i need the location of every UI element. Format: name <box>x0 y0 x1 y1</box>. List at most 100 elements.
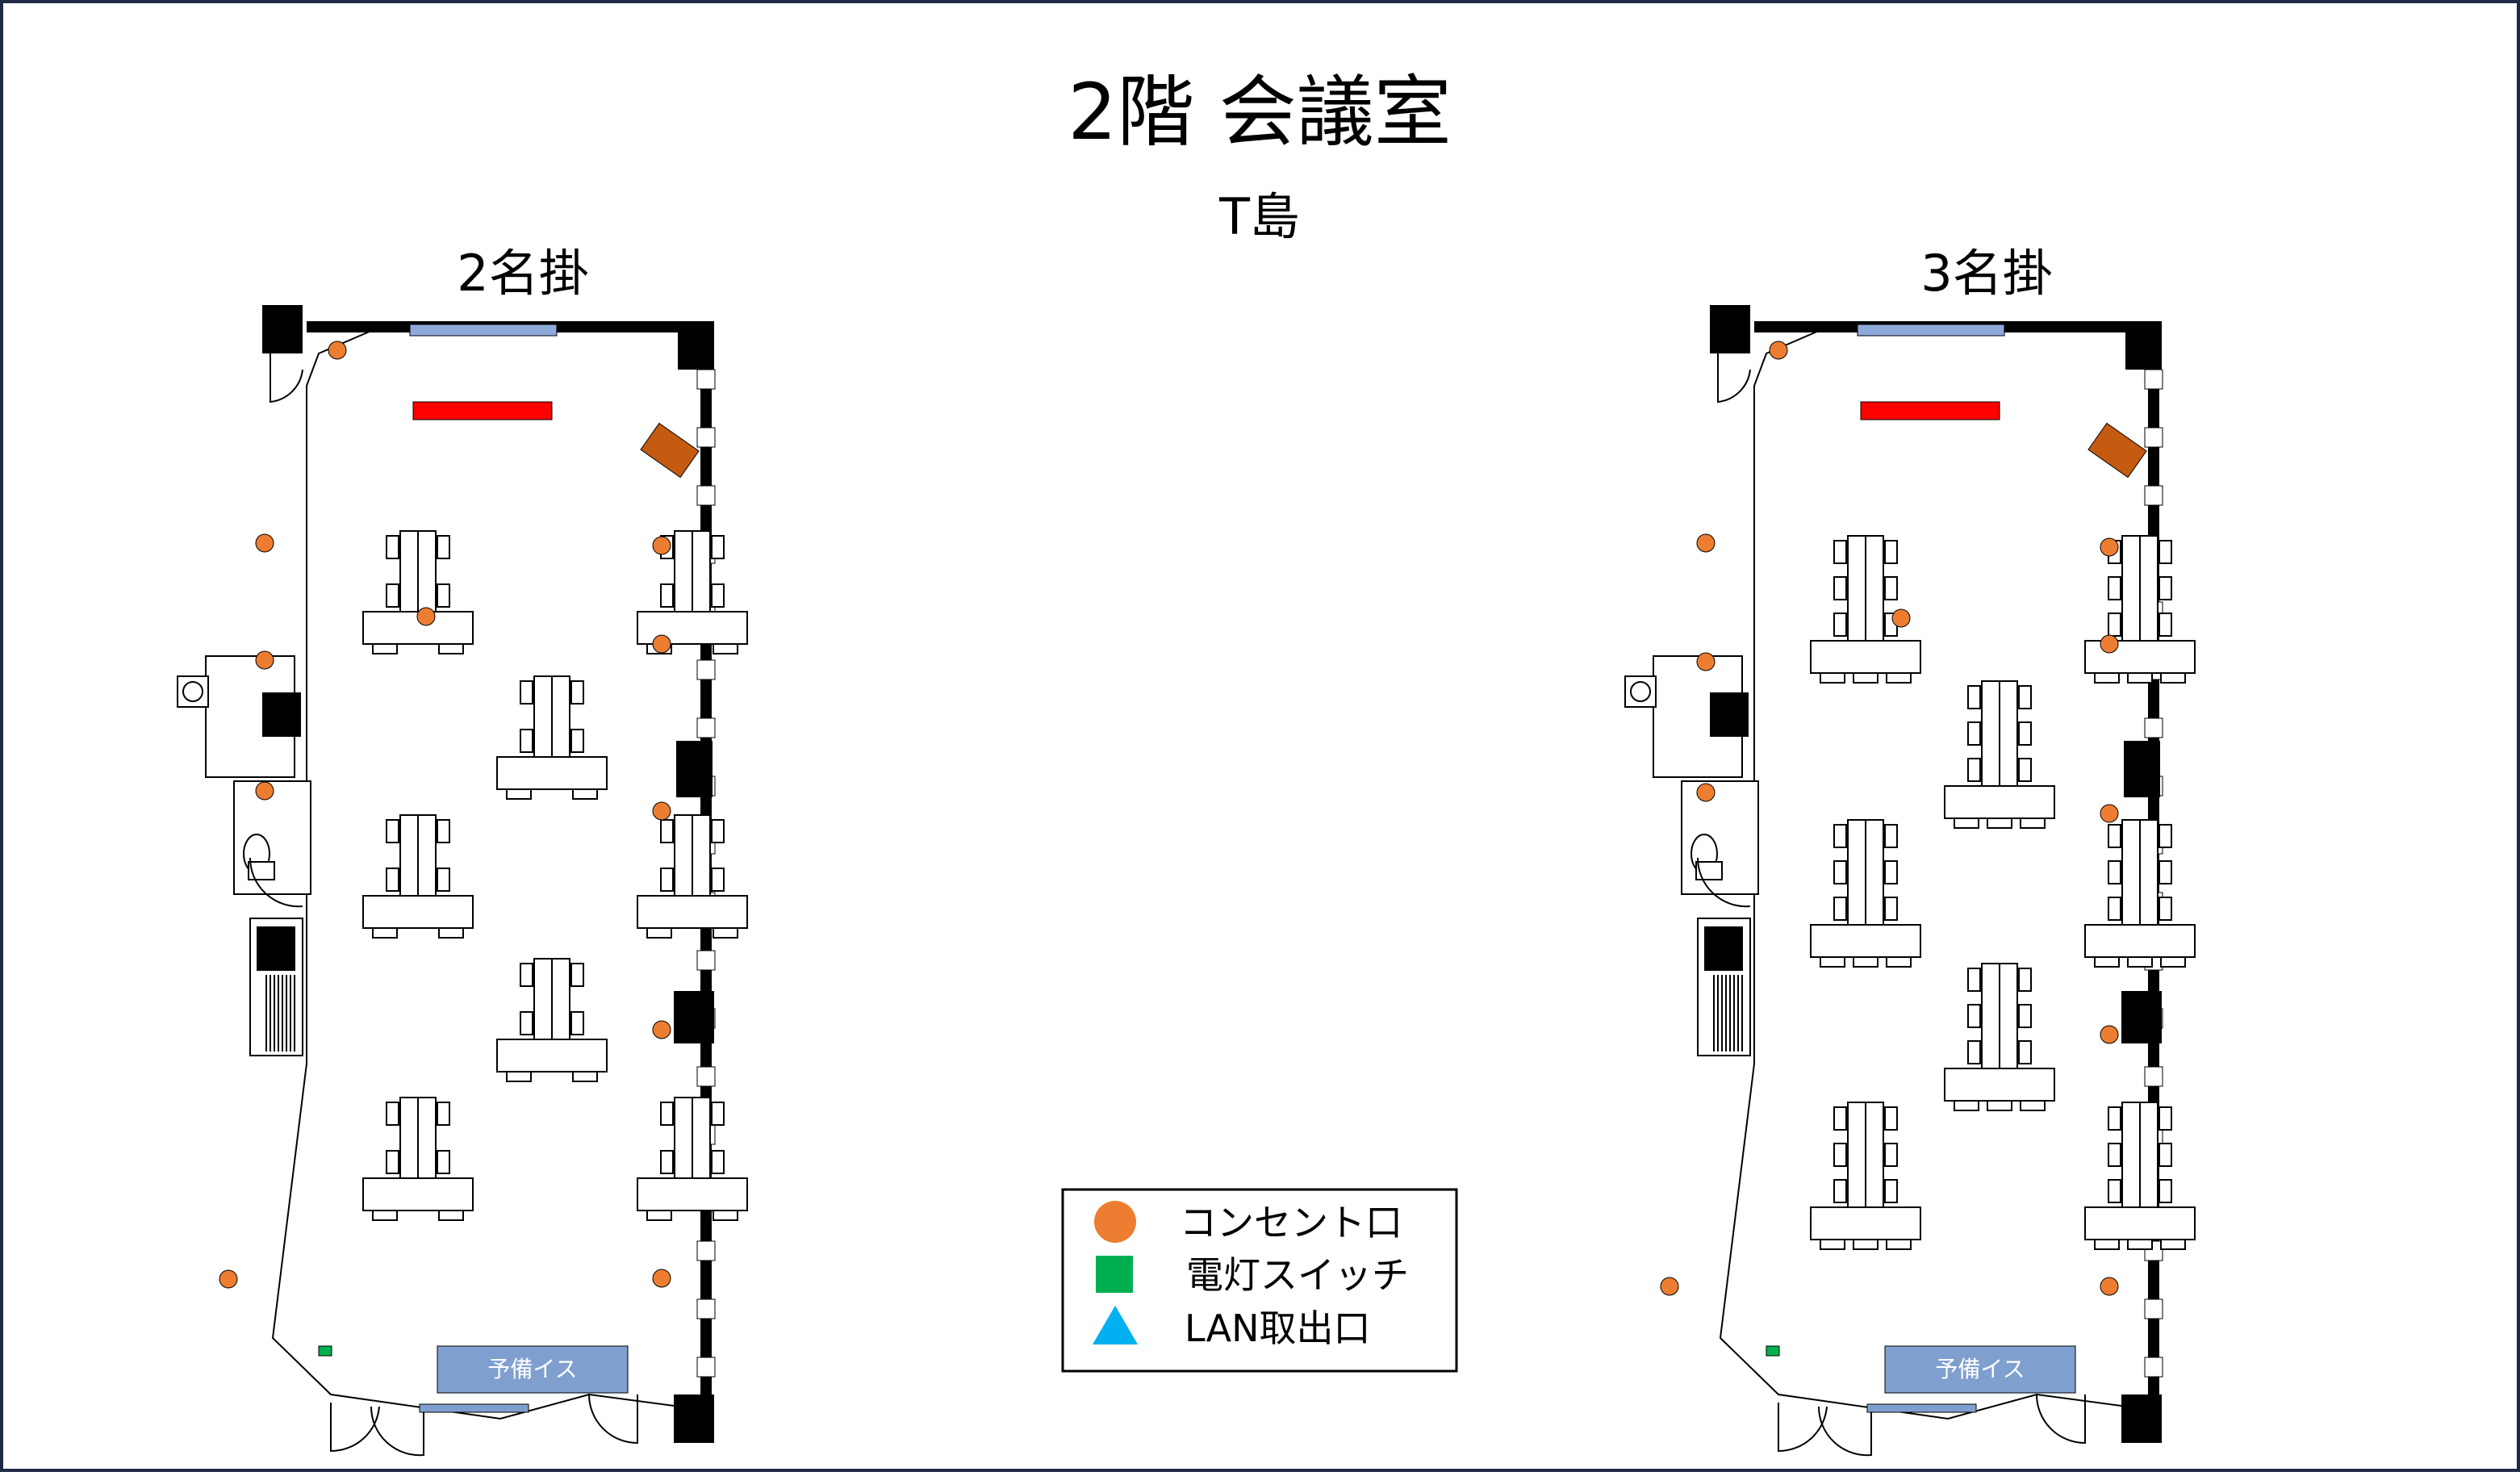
toilet <box>1695 861 1723 880</box>
bottom-window <box>419 1403 529 1413</box>
chair <box>2108 1143 2121 1167</box>
table-top <box>533 958 553 1040</box>
end-table <box>1944 785 2055 819</box>
table-top <box>2121 535 2141 642</box>
window-segment <box>696 485 716 506</box>
end-table <box>496 1039 608 1073</box>
chair <box>1833 1143 1847 1167</box>
door <box>588 1394 638 1445</box>
door <box>370 1406 424 1457</box>
chair <box>1884 576 1898 600</box>
window-segment <box>2144 485 2163 506</box>
chair <box>1967 1004 1981 1028</box>
chair <box>2108 1106 2121 1131</box>
chair <box>1833 897 1847 921</box>
chair <box>2159 1143 2172 1167</box>
outlet-legend-icon <box>1094 1201 1136 1243</box>
switch-legend-icon <box>1096 1256 1133 1293</box>
door <box>270 353 303 403</box>
outlet-icon <box>1660 1277 1679 1296</box>
outlet-icon <box>1769 341 1788 360</box>
chair <box>2018 968 2032 992</box>
end-table <box>2084 924 2196 958</box>
annex-fixture <box>182 681 203 702</box>
chair <box>1853 672 1879 684</box>
table-top <box>1981 680 2000 787</box>
table-top <box>533 675 553 758</box>
chair <box>1884 540 1898 564</box>
outlet-icon <box>652 1269 671 1288</box>
chair <box>1967 685 1981 709</box>
table-top <box>2139 535 2159 642</box>
chair <box>2108 576 2121 600</box>
switch-icon <box>1766 1345 1780 1357</box>
chair <box>711 583 725 608</box>
end-table <box>362 1177 474 1211</box>
chair <box>1833 1179 1847 1203</box>
chair <box>386 583 399 608</box>
window-segment <box>696 427 716 448</box>
chair <box>711 1102 725 1126</box>
chair <box>438 643 464 654</box>
pillar <box>1710 305 1750 353</box>
table-top <box>674 1097 693 1179</box>
outlet-icon <box>1696 652 1716 671</box>
table-top <box>2121 819 2141 926</box>
chair <box>372 643 398 654</box>
screen <box>412 401 553 420</box>
end-table <box>1810 1206 1921 1240</box>
chair <box>437 1102 450 1126</box>
chair <box>372 1210 398 1221</box>
table-top <box>1999 680 2018 787</box>
outlet-icon <box>2100 804 2119 823</box>
outlet-icon <box>1696 533 1716 553</box>
pillar <box>674 1394 714 1443</box>
chair <box>386 819 399 843</box>
bottom-window <box>1866 1403 1977 1413</box>
legend-switch-label: 電灯スイッチ <box>1186 1253 1409 1297</box>
outlet-icon <box>2100 1277 2119 1296</box>
table-top <box>1847 535 1866 642</box>
layout-label-left: 2名掛 <box>457 244 588 303</box>
table-top <box>417 814 437 897</box>
end-table <box>362 895 474 929</box>
chair <box>1884 824 1898 848</box>
switch-icon <box>318 1345 332 1357</box>
chair <box>2018 1040 2032 1064</box>
chair <box>1954 1100 1979 1111</box>
table-top <box>1865 535 1884 642</box>
table-top <box>1847 819 1866 926</box>
chair <box>438 1210 464 1221</box>
chair <box>1884 1143 1898 1167</box>
chair <box>2160 956 2186 968</box>
table-top <box>1847 1102 1866 1208</box>
pillar <box>676 741 713 797</box>
door <box>330 1403 380 1453</box>
door <box>1778 1403 1828 1453</box>
chair <box>520 1011 533 1035</box>
lan-legend-icon <box>1093 1306 1138 1344</box>
chair <box>1833 576 1847 600</box>
pillar <box>1710 692 1749 737</box>
end-table <box>637 1177 748 1211</box>
legend: コンセント口 電灯スイッチ LAN取出口 <box>1061 1188 1458 1373</box>
legend-outlet-label: コンセント口 <box>1180 1201 1402 1244</box>
table-top <box>417 530 437 613</box>
chair <box>2108 613 2121 637</box>
chair <box>1987 1100 2012 1111</box>
chair <box>2108 860 2121 884</box>
outlet-icon <box>1891 608 1911 628</box>
table-top <box>692 1097 711 1179</box>
window-segment <box>696 1066 716 1087</box>
toilet <box>248 861 275 880</box>
table-top <box>551 958 570 1040</box>
table-top <box>1981 963 2000 1069</box>
spare-chairs-label: 予備イス <box>487 1356 577 1382</box>
chair <box>438 927 464 939</box>
chair <box>1833 540 1847 564</box>
chair <box>386 535 399 559</box>
chair <box>437 535 450 559</box>
outlet-icon <box>416 607 436 626</box>
chair <box>506 1071 532 1082</box>
